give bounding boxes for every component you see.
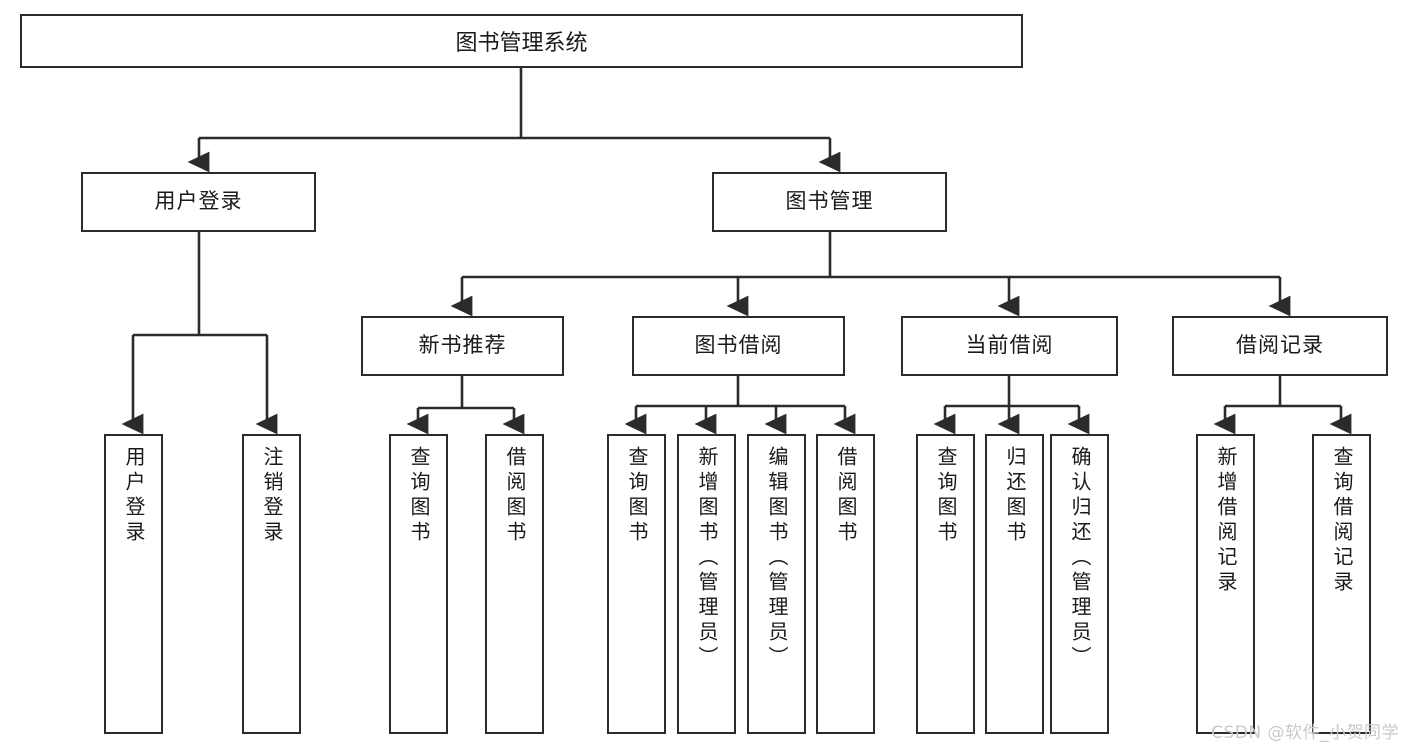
leaf-borrow-do-borrow-book[interactable]: 借阅图书 bbox=[816, 434, 875, 734]
leaf-recommend-query-book[interactable]: 查询图书 bbox=[389, 434, 448, 734]
watermark: CSDN @软件_小贺同学 bbox=[1211, 723, 1399, 743]
leaf-user-login-label: 用户登录 bbox=[122, 446, 146, 546]
node-book-management[interactable]: 图书管理 bbox=[712, 172, 947, 232]
node-book-borrow-label: 图书借阅 bbox=[694, 333, 783, 358]
leaf-recommend-borrow-book[interactable]: 借阅图书 bbox=[485, 434, 544, 734]
leaf-borrow-query-book-label: 查询图书 bbox=[625, 446, 649, 546]
node-borrow-record[interactable]: 借阅记录 bbox=[1172, 316, 1388, 376]
leaf-record-query-borrow-record[interactable]: 查询借阅记录 bbox=[1312, 434, 1371, 734]
leaf-user-login[interactable]: 用户登录 bbox=[104, 434, 163, 734]
leaf-recommend-borrow-book-label: 借阅图书 bbox=[503, 446, 527, 546]
node-book-management-label: 图书管理 bbox=[785, 189, 874, 214]
leaf-record-add-borrow-record[interactable]: 新增借阅记录 bbox=[1196, 434, 1255, 734]
leaf-user-logout[interactable]: 注销登录 bbox=[242, 434, 301, 734]
leaf-current-return-book-label: 归还图书 bbox=[1003, 446, 1027, 546]
leaf-current-query-book[interactable]: 查询图书 bbox=[916, 434, 975, 734]
leaf-record-query-borrow-record-label: 查询借阅记录 bbox=[1330, 446, 1354, 596]
node-user-login[interactable]: 用户登录 bbox=[81, 172, 316, 232]
node-root-system-label: 图书管理系统 bbox=[455, 31, 588, 56]
leaf-borrow-query-book[interactable]: 查询图书 bbox=[607, 434, 666, 734]
node-user-login-label: 用户登录 bbox=[154, 189, 243, 214]
node-root-system[interactable]: 图书管理系统 bbox=[20, 14, 1023, 68]
node-current-borrow[interactable]: 当前借阅 bbox=[901, 316, 1118, 376]
leaf-current-confirm-return-admin-label: 确认归还（管理员） bbox=[1068, 446, 1092, 671]
leaf-recommend-query-book-label: 查询图书 bbox=[407, 446, 431, 546]
node-new-book-recommend[interactable]: 新书推荐 bbox=[361, 316, 564, 376]
node-book-borrow[interactable]: 图书借阅 bbox=[632, 316, 845, 376]
leaf-borrow-edit-book-admin-label: 编辑图书（管理员） bbox=[765, 446, 789, 671]
leaf-user-logout-label: 注销登录 bbox=[260, 446, 284, 546]
leaf-borrow-do-borrow-book-label: 借阅图书 bbox=[834, 446, 858, 546]
leaf-current-confirm-return-admin[interactable]: 确认归还（管理员） bbox=[1050, 434, 1109, 734]
leaf-current-return-book[interactable]: 归还图书 bbox=[985, 434, 1044, 734]
node-borrow-record-label: 借阅记录 bbox=[1236, 333, 1324, 358]
leaf-current-query-book-label: 查询图书 bbox=[934, 446, 958, 546]
leaf-record-add-borrow-record-label: 新增借阅记录 bbox=[1214, 446, 1238, 596]
leaf-borrow-add-book-admin-label: 新增图书（管理员） bbox=[695, 446, 719, 671]
leaf-borrow-edit-book-admin[interactable]: 编辑图书（管理员） bbox=[747, 434, 806, 734]
node-current-borrow-label: 当前借阅 bbox=[965, 333, 1054, 358]
node-new-book-recommend-label: 新书推荐 bbox=[418, 333, 507, 358]
leaf-borrow-add-book-admin[interactable]: 新增图书（管理员） bbox=[677, 434, 736, 734]
